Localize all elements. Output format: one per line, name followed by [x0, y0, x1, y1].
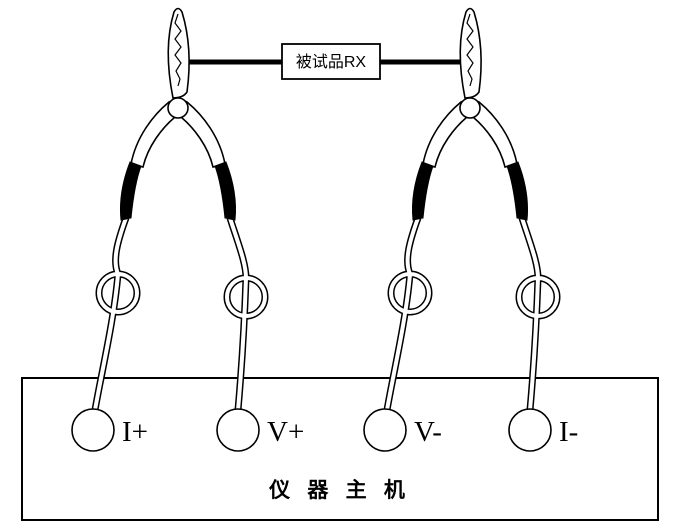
terminal-v-minus — [363, 408, 407, 452]
device-under-test-label: 被试品RX — [296, 53, 367, 71]
terminal-label-i-plus: I+ — [122, 416, 148, 448]
terminal-i-minus — [508, 408, 552, 452]
kelvin-clip-right — [385, 9, 557, 421]
terminal-v-plus — [216, 408, 260, 452]
terminal-label-v-plus: V+ — [267, 416, 304, 448]
instrument-box — [21, 377, 659, 521]
terminal-label-v-minus: V- — [414, 416, 442, 448]
kelvin-clip-left — [93, 9, 265, 421]
terminal-label-i-minus: I- — [559, 416, 578, 448]
instrument-label: 仪 器 主 机 — [268, 478, 411, 502]
terminal-i-plus — [71, 408, 115, 452]
device-under-test-box — [281, 43, 381, 80]
